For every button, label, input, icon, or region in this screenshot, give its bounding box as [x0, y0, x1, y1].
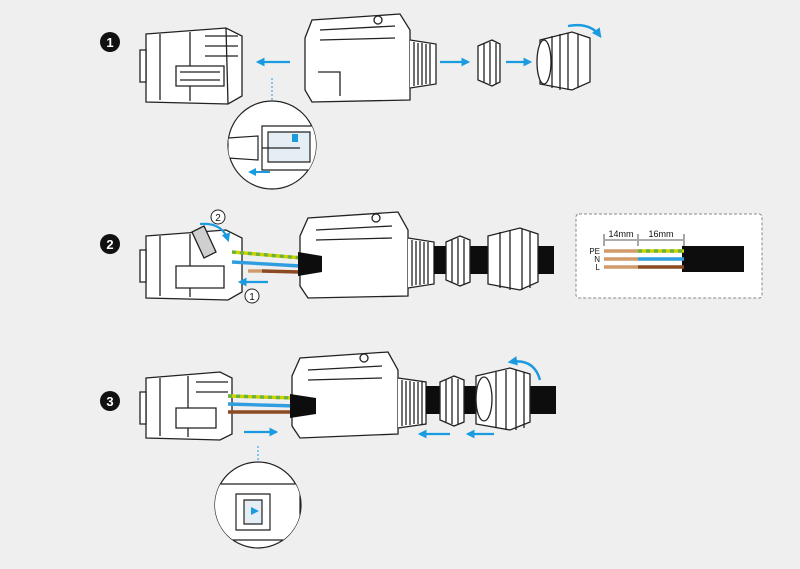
seal-insert	[477, 39, 501, 87]
dimension-label-16: 16mm	[648, 229, 673, 239]
svg-text:1: 1	[106, 35, 113, 50]
connector-housing	[304, 13, 437, 103]
wire-label-n: N	[594, 255, 600, 264]
sub-step-1-marker: 1	[244, 288, 260, 304]
cable-jacket	[682, 246, 744, 272]
svg-text:3: 3	[106, 394, 113, 409]
seal-insert	[445, 235, 471, 287]
terminal-block	[139, 27, 243, 105]
svg-text:2: 2	[106, 237, 113, 252]
terminal-block	[139, 371, 233, 441]
step-2-badge: 2	[100, 234, 120, 254]
cable-end	[298, 252, 322, 276]
step-3: 3	[100, 351, 556, 549]
sub-step-2-marker: 2	[210, 209, 226, 225]
rotate-arrow	[507, 356, 542, 381]
svg-text:2: 2	[215, 213, 221, 224]
dimension-label-14: 14mm	[608, 229, 633, 239]
cable-end	[290, 394, 316, 418]
cap-nut	[487, 227, 539, 291]
connector-housing	[299, 211, 435, 299]
rotate-arrow	[567, 23, 602, 38]
wires	[227, 394, 297, 414]
step-1: 1	[100, 13, 602, 190]
cap-nut	[475, 367, 531, 431]
detail-zoom-1	[227, 100, 317, 190]
cap-nut	[536, 31, 591, 91]
wire-label-l: L	[596, 263, 601, 272]
seal-insert	[439, 375, 465, 427]
step-3-badge: 3	[100, 391, 120, 411]
lever-arrow	[199, 222, 231, 243]
wires	[231, 250, 303, 274]
svg-text:1: 1	[249, 292, 255, 303]
detail-zoom-3	[214, 461, 302, 549]
step-2: 2 2 1	[100, 209, 554, 304]
wire-label-pe: PE	[589, 247, 600, 256]
terminal-block	[139, 225, 243, 301]
strip-length-panel: 14mm 16mm PE N L	[575, 213, 763, 299]
connector-housing	[291, 351, 427, 439]
step-1-badge: 1	[100, 32, 120, 52]
